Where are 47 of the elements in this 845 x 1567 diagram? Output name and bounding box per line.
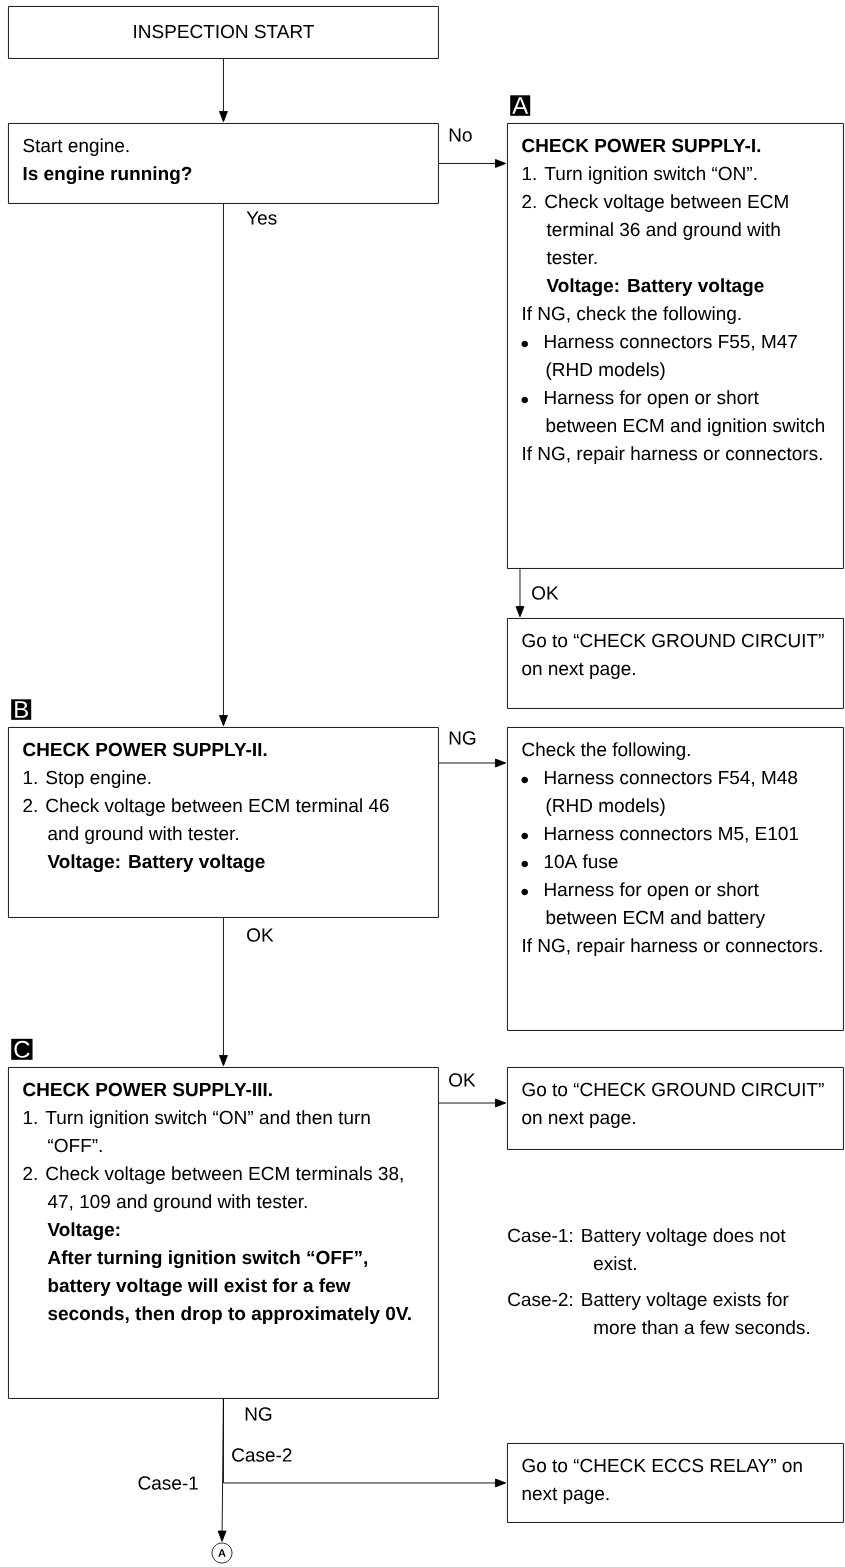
process-box: Check the following. Harness connectors F54, M48 (RHD models) Harness connectors M5, E101 10A fuse Harness for open or short between ECM and battery If NG, repair harness or connectors. [507,727,844,1031]
arrow [217,1398,227,1542]
edge-label: No [447,127,474,143]
node-label: 2. Check voltage between ECM terminal 36 and ground with tester. [522,194,788,265]
node-label: Voltage: Battery voltage [546,278,764,297]
edge-label: OK [245,927,275,943]
arrow [438,758,507,768]
arrow [438,1098,507,1108]
process-box: CHECK POWER SUPPLY-III. 1. Turn ignition switch “ON” and then turn “OFF”. 2. Check voltage between ECM terminals 38, 47, 109 and ground with tester. Voltage: After turning ignition switch “OFF”, battery voltage will exist for a few seconds, then drop to approximately 0V. [8,1067,439,1399]
process-box: INSPECTION START [8,6,439,59]
arrow [438,159,507,168]
node-label: CHECK POWER SUPPLY-III. [23,1082,272,1097]
edge-label: Case-1 [136,1475,200,1491]
node-label: Voltage: [47,1222,120,1241]
edge-label: OK [530,585,560,601]
process-box: CHECK POWER SUPPLY-II. 1. Stop engine. 2. Check voltage between ECM terminal 46 and ground with tester. Voltage: Battery voltage [8,727,439,918]
edge-label: NG [447,730,478,746]
note-text: Case-1: Battery voltage does not exist. [508,1228,786,1271]
node-label: CHECK POWER SUPPLY-II. [23,742,267,757]
node-label: Harness for open or short between ECM and ignition switch [545,390,825,436]
node-label: After turning ignition switch “OFF”, battery voltage will exist for a few seconds, then drop to approximately 0V. [47,1250,411,1324]
edge-label: Yes [245,210,279,226]
process-box: Go to “CHECK GROUND CIRCUIT” on next page. [507,1067,844,1150]
process-box: Start engine. Is engine running? [8,123,439,204]
node-label: If NG, check the following. [523,306,741,324]
edge-label: Case-2 [230,1447,294,1463]
node-label: Harness connectors F55, M47 (RHD models) [545,335,797,380]
section-badge: B [11,699,32,720]
node-label: If NG, repair harness or connectors. [523,446,822,464]
node-label: 2. Check voltage between ECM terminals 38, 47, 109 and ground with tester. [23,1166,403,1212]
arrow [219,58,228,123]
node-label: 1. Turn ignition switch “ON”. [522,166,757,184]
arrow [219,203,228,727]
edge-label: OK [447,1072,477,1088]
arrow [515,568,525,618]
node-label: CHECK POWER SUPPLY-I. [522,138,761,153]
node-label: Voltage: Battery voltage [47,854,265,873]
section-badge: C [11,1038,33,1060]
node-label: 1. Stop engine. [23,770,151,788]
process-box: CHECK POWER SUPPLY-I. 1. Turn ignition switch “ON”. 2. Check voltage between ECM terminal 36 and ground with tester. Voltage: Battery voltage If NG, check the following. Harness connectors F55, M47 (RHD models) Harness for open or short between ECM and ignition switch If NG, repair harness or connectors. [507,123,844,569]
node-label: 2. Check voltage between ECM terminal 46 and ground with tester. [23,798,389,844]
note-text: Case-2: Battery voltage exists for more than a few seconds. [508,1292,809,1335]
arrow [219,917,228,1067]
section-badge: A [510,95,531,116]
process-box: Go to “CHECK ECCS RELAY” on next page. [507,1443,844,1523]
node-label: 1. Turn ignition switch “ON” and then turn “OFF”. [23,1110,370,1153]
process-box: Go to “CHECK GROUND CIRCUIT” on next page. [507,618,844,709]
